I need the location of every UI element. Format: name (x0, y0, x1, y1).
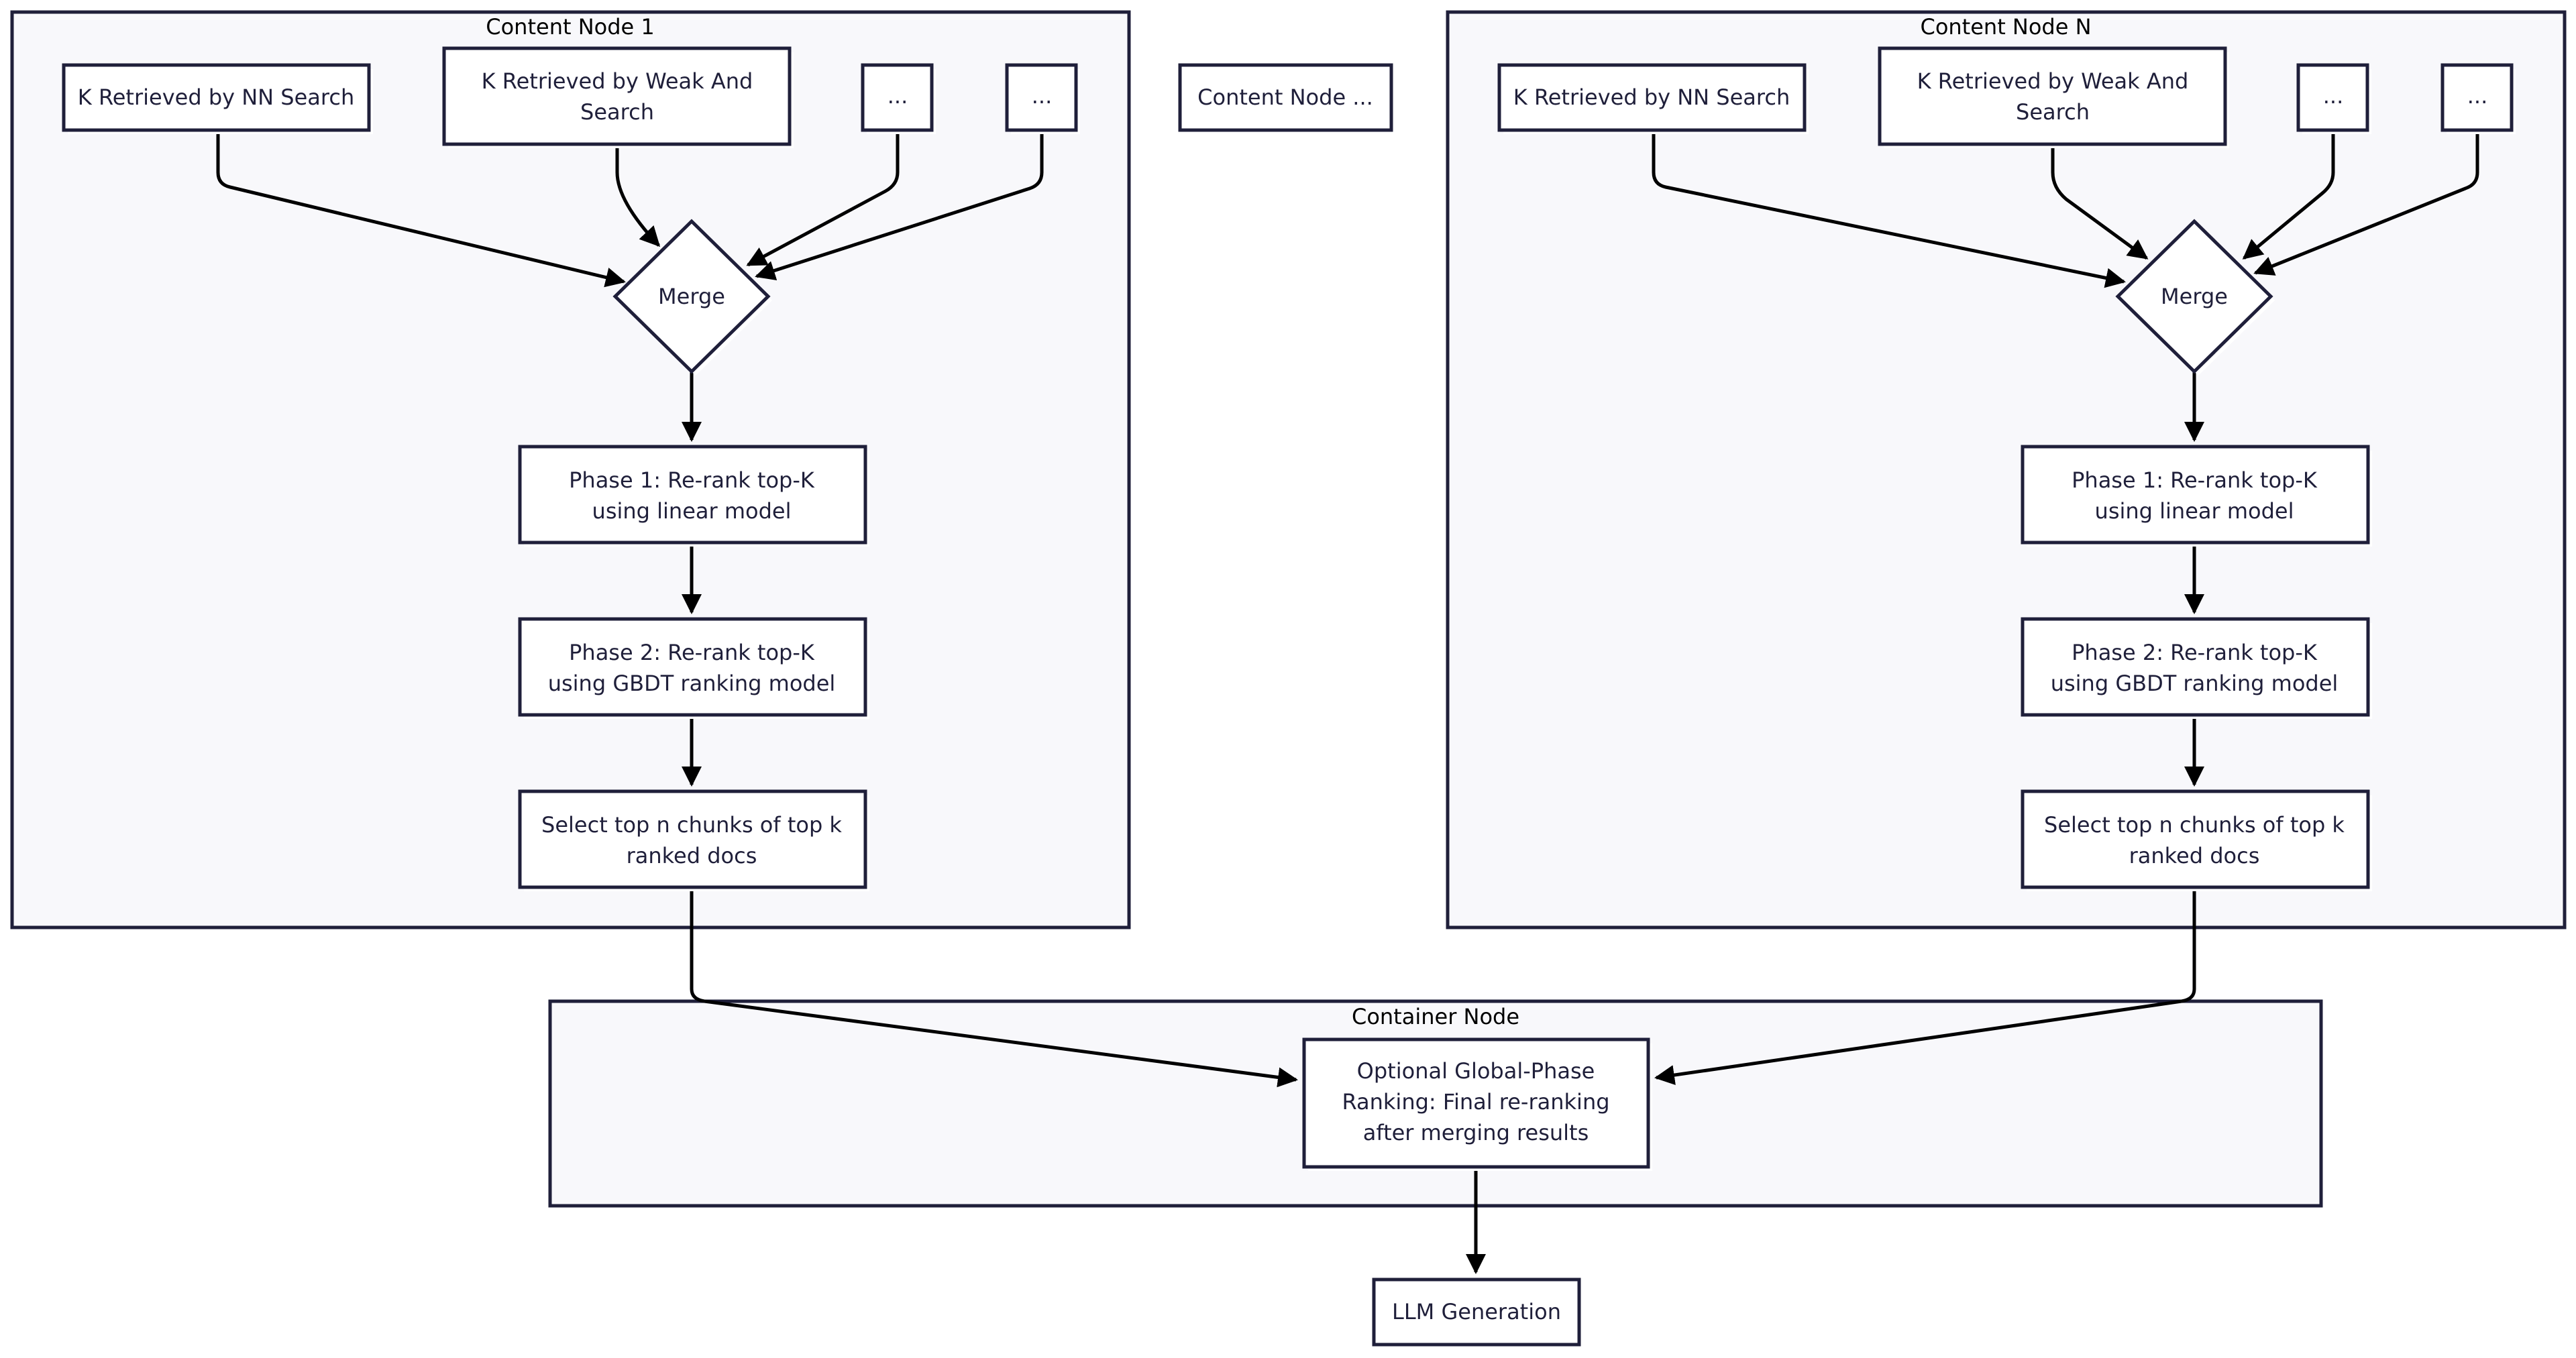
node-cn-nn-search-label: K Retrieved by NN Search (1513, 84, 1790, 110)
edge-cn-nn-to-merge (1652, 132, 2126, 288)
cluster-content-node-1-label: Content Node 1 (486, 14, 654, 40)
node-cn-merge: Merge (2115, 219, 2275, 376)
node-cn-ellipsis-1-label: ... (2323, 83, 2344, 109)
cluster-content-node-n: Content Node N (1446, 10, 2567, 929)
node-cn-weak-and-line1: K Retrieved by Weak And (1917, 68, 2189, 94)
node-c1-weak-and: K Retrieved by Weak And Search (442, 46, 794, 148)
node-global-phase-line1: Optional Global-Phase (1357, 1058, 1595, 1084)
node-cn-ellipsis-1: ... (2296, 63, 2371, 134)
node-cn-phase1: Phase 1: Re-rank top-K using linear mode… (2021, 445, 2372, 547)
node-c1-weak-and-line2: Search (580, 99, 654, 125)
node-cn-phase2-line2: using GBDT ranking model (2051, 671, 2339, 696)
node-c1-phase2-line1: Phase 2: Re-rank top-K (569, 640, 815, 665)
node-c1-phase2: Phase 2: Re-rank top-K using GBDT rankin… (518, 617, 869, 719)
node-c1-merge-label: Merge (658, 284, 725, 309)
node-c1-weak-and-line1: K Retrieved by Weak And (482, 68, 753, 94)
edge-cn-select-to-global (1654, 890, 2196, 1085)
node-llm-generation-label: LLM Generation (1392, 1299, 1561, 1324)
node-cn-nn-search: K Retrieved by NN Search (1497, 63, 1809, 134)
node-cn-merge-label: Merge (2161, 284, 2228, 309)
node-c1-merge: Merge (612, 219, 772, 376)
node-cn-ellipsis-2: ... (2440, 63, 2516, 134)
node-c1-nn-search: K Retrieved by NN Search (62, 63, 373, 134)
node-cn-phase1-line1: Phase 1: Re-rank top-K (2072, 467, 2318, 493)
edge-c1-nn-to-merge (216, 132, 626, 288)
node-c1-phase1-line2: using linear model (592, 498, 792, 524)
node-cn-weak-and: K Retrieved by Weak And Search (1878, 46, 2229, 148)
node-cn-ellipsis-2-label: ... (2467, 83, 2488, 109)
edge-c1-dots1-to-merge (746, 132, 900, 267)
node-c1-phase1-line1: Phase 1: Re-rank top-K (569, 467, 815, 493)
node-c1-select: Select top n chunks of top k ranked docs (518, 789, 869, 891)
node-global-phase-line3: after merging results (1363, 1120, 1589, 1145)
edge-cn-dots2-to-merge (2253, 132, 2479, 276)
node-c1-select-line2: ranked docs (627, 843, 757, 868)
node-c1-ellipsis-2: ... (1005, 63, 1080, 134)
edge-c1-weak-to-merge (615, 148, 661, 247)
node-cn-phase1-line2: using linear model (2095, 498, 2294, 524)
node-cn-phase2: Phase 2: Re-rank top-K using GBDT rankin… (2021, 617, 2372, 719)
node-cn-select-line1: Select top n chunks of top k (2044, 812, 2345, 838)
node-cn-select-line2: ranked docs (2129, 843, 2260, 868)
edge-c1-dots2-to-merge (755, 132, 1044, 281)
edge-c1-select-to-global (690, 890, 1298, 1088)
node-c1-select-line1: Select top n chunks of top k (541, 812, 842, 838)
node-c1-nn-search-label: K Retrieved by NN Search (78, 84, 354, 110)
node-c1-ellipsis-1: ... (861, 63, 936, 134)
node-content-node-ellipsis: Content Node ... (1178, 63, 1395, 134)
cluster-container-node-label: Container Node (1352, 1004, 1519, 1029)
node-c1-ellipsis-2-label: ... (1032, 83, 1053, 109)
node-llm-generation: LLM Generation (1372, 1278, 1583, 1349)
node-c1-phase2-line2: using GBDT ranking model (548, 671, 836, 696)
node-cn-phase2-line1: Phase 2: Re-rank top-K (2072, 640, 2318, 665)
edge-cn-dots1-to-merge (2242, 132, 2335, 260)
node-global-phase-line2: Ranking: Final re-ranking (1342, 1089, 1609, 1115)
node-content-node-ellipsis-label: Content Node ... (1197, 84, 1373, 110)
node-cn-select: Select top n chunks of top k ranked docs (2021, 789, 2372, 891)
node-c1-ellipsis-1-label: ... (888, 83, 908, 109)
edge-cn-weak-to-merge (2051, 148, 2149, 260)
cluster-content-node-n-label: Content Node N (1920, 14, 2091, 40)
node-global-phase: Optional Global-Phase Ranking: Final re-… (1302, 1037, 1652, 1171)
node-cn-weak-and-line2: Search (2016, 99, 2090, 125)
node-c1-phase1: Phase 1: Re-rank top-K using linear mode… (518, 445, 869, 547)
